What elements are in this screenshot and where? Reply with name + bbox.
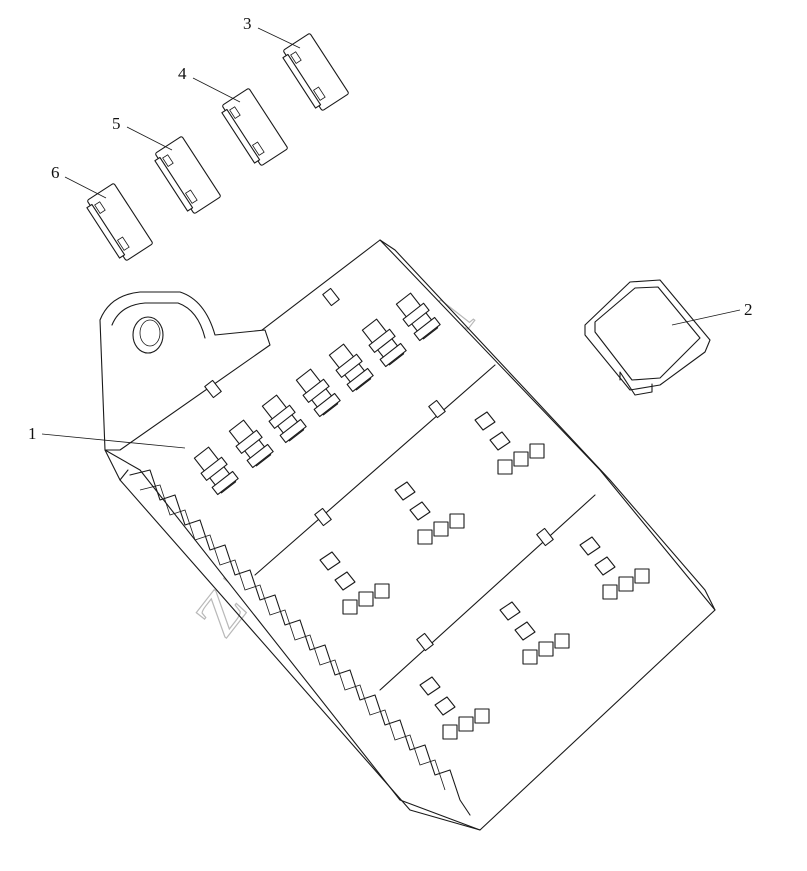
callout-1: 1 — [28, 424, 37, 443]
callout-5: 5 — [112, 114, 121, 133]
connector-plug-4 — [221, 88, 288, 166]
connector-plug-3 — [282, 33, 349, 111]
mount-hole — [132, 316, 164, 354]
connector-plug-5 — [154, 136, 221, 214]
leader-line-5 — [126, 126, 173, 151]
leader-lines — [41, 27, 741, 449]
relay-cube — [584, 279, 711, 396]
callout-3: 3 — [243, 14, 252, 33]
fuse-slot-row — [193, 292, 441, 496]
callout-2: 2 — [744, 300, 753, 319]
connector-plug-6 — [86, 183, 153, 261]
leader-line-2 — [671, 309, 741, 326]
relay-socket-clusters — [319, 411, 650, 740]
leader-line-3 — [257, 27, 301, 49]
callout-4: 4 — [178, 64, 187, 83]
leader-line-6 — [64, 176, 107, 199]
leader-line-1 — [41, 433, 186, 449]
callout-6: 6 — [51, 163, 60, 182]
leader-line-4 — [192, 77, 241, 103]
main-block-body — [99, 239, 716, 831]
